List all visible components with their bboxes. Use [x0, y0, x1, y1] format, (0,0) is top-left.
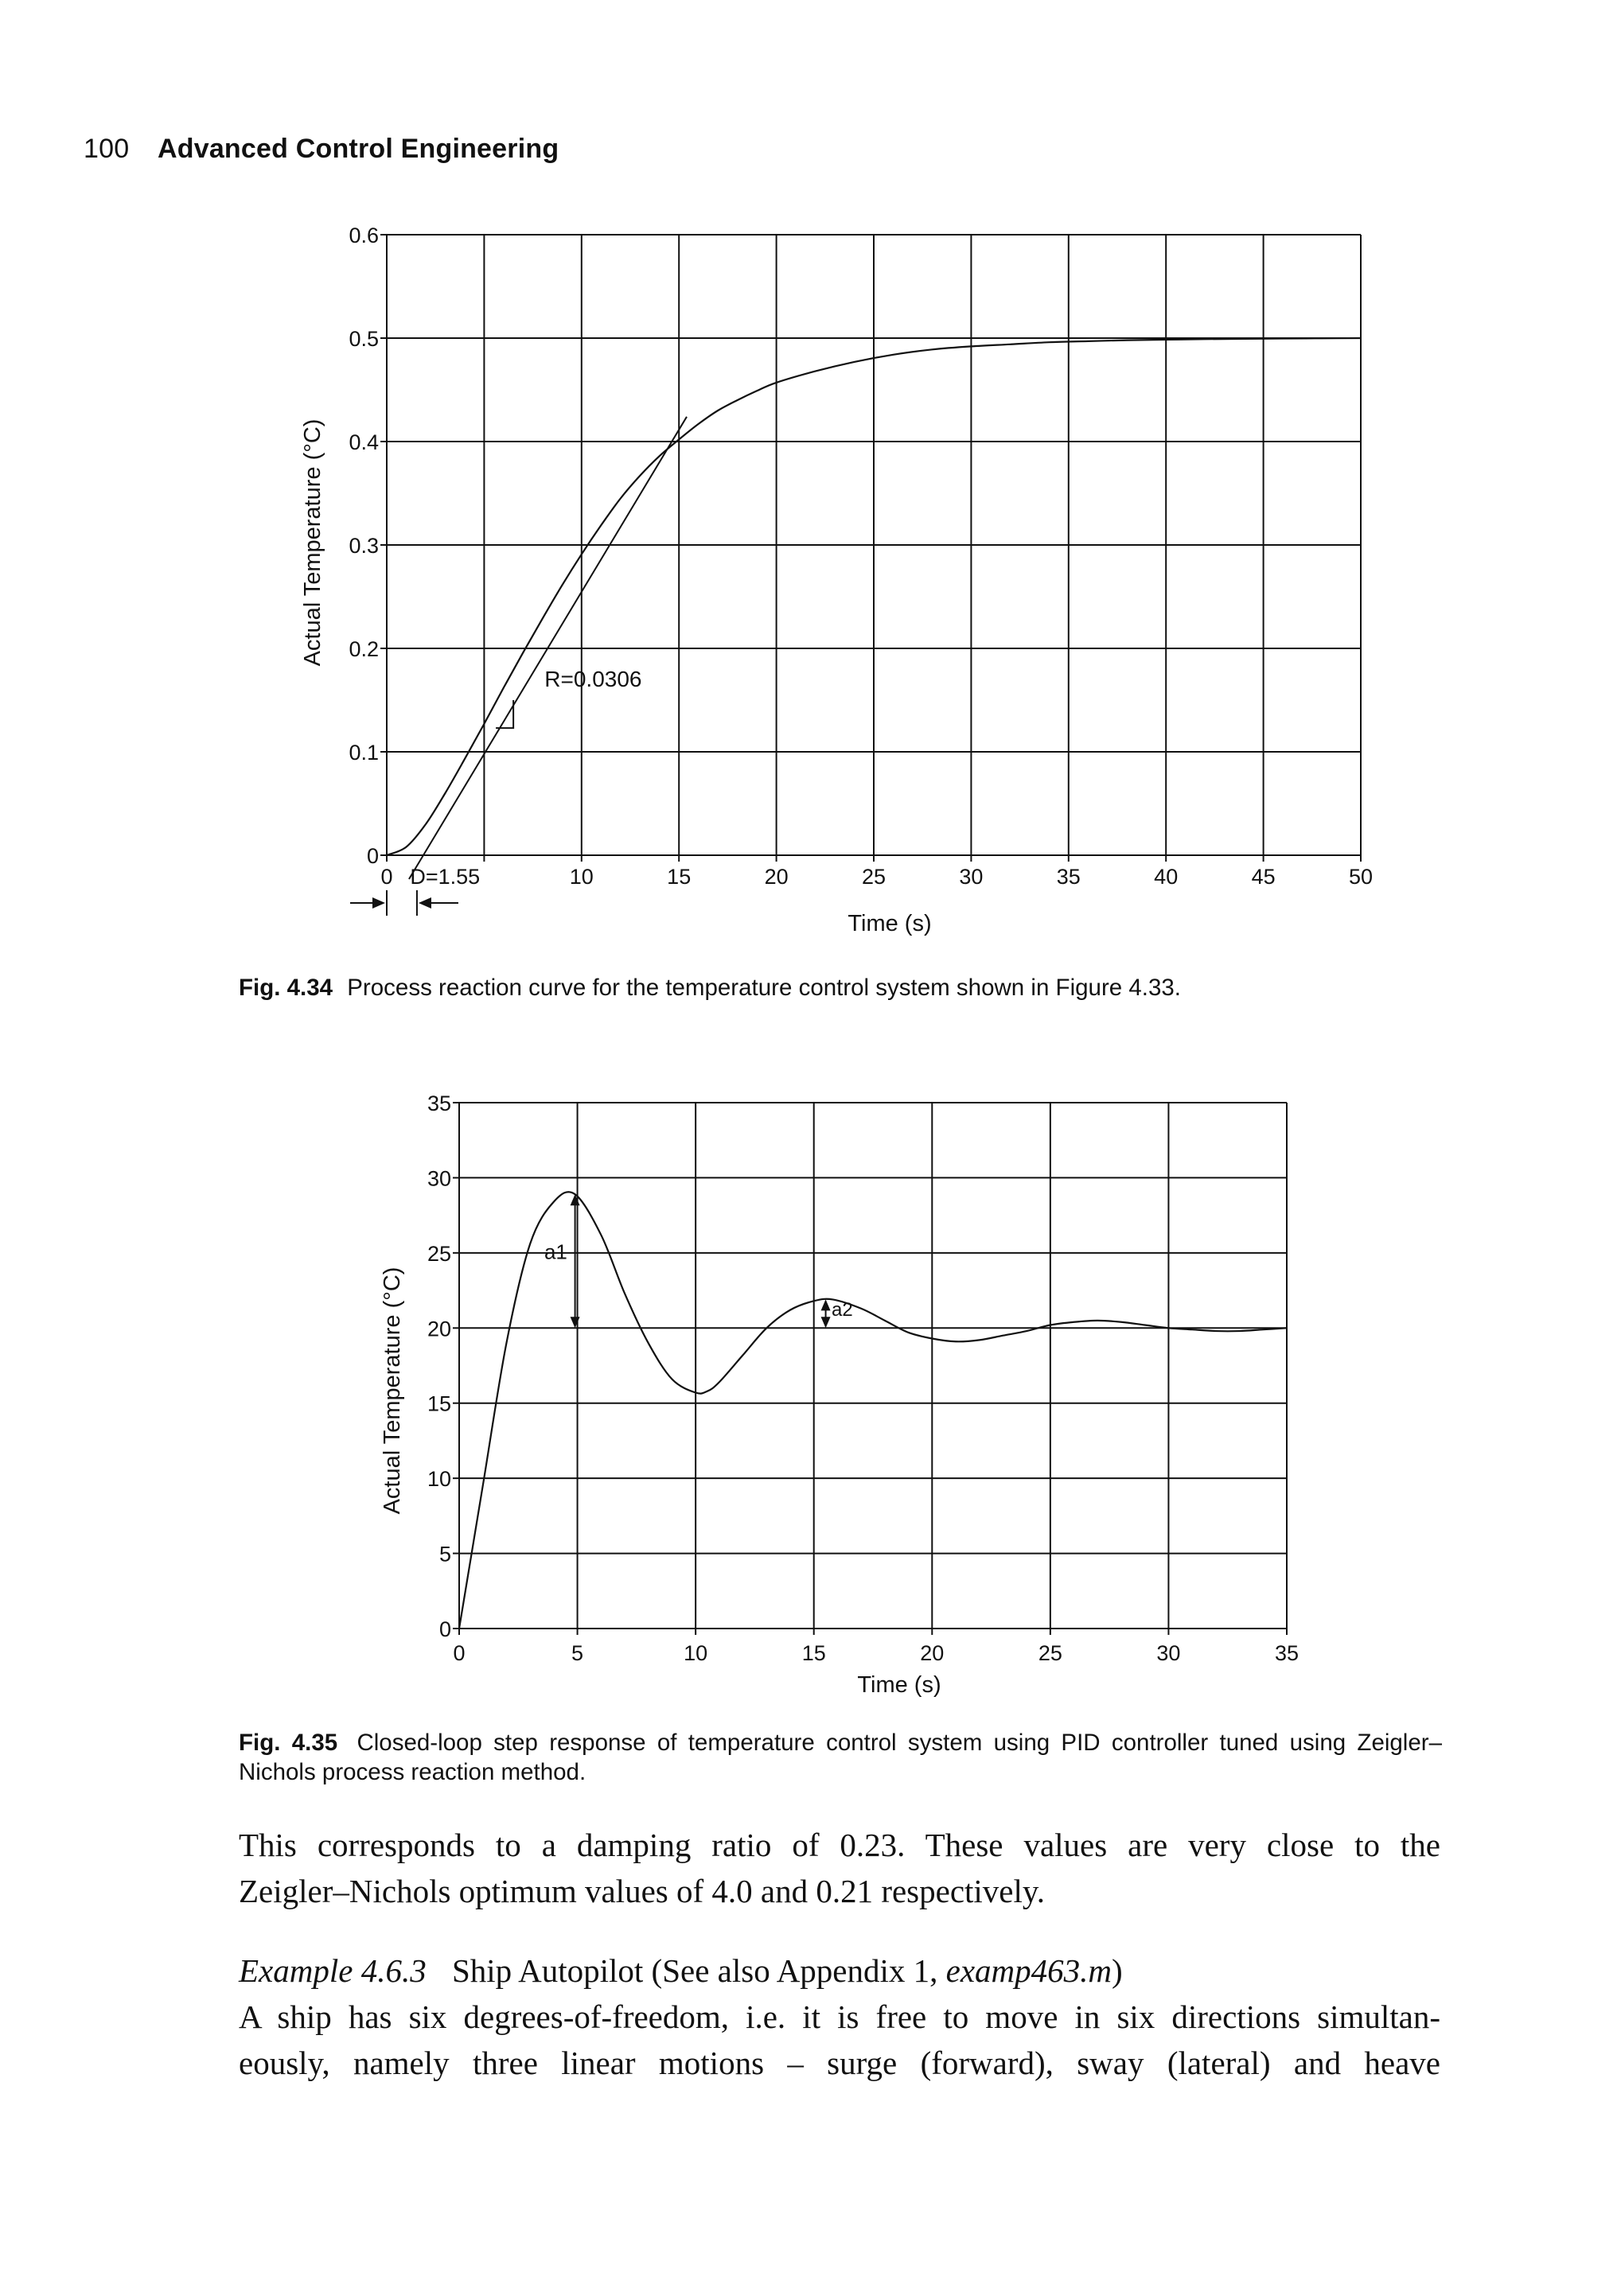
y-tick-label: 0: [439, 1617, 451, 1641]
a2-arrow-head-down: [820, 1317, 831, 1329]
delay-arrowhead-left: [372, 897, 385, 909]
x-axis-label: Time (s): [848, 911, 931, 936]
y-tick-label: 15: [427, 1392, 451, 1416]
figure-label: Fig. 4.35: [239, 1730, 338, 1756]
slope-label: R=0.0306: [544, 667, 641, 691]
x-tick-label: 30: [959, 865, 983, 889]
figure-4-34-chart: 0 10 15 20 25 30 35 40 45 50 0 0.1 0.2 0.3 0.4 0.5 0.6 R…: [300, 224, 1373, 936]
x-tick-label: 25: [862, 865, 886, 889]
body-line: Zeigler–Nichols optimum values of 4.0 an…: [239, 1873, 1045, 1909]
x-tick-label: 10: [570, 865, 594, 889]
x-tick-label: 15: [667, 865, 691, 889]
body-paragraph: A ship has six degrees-of-freedom, i.e. …: [239, 1994, 1440, 2086]
book-title: Advanced Control Engineering: [157, 134, 559, 164]
body-paragraph: This corresponds to a damping ratio of 0…: [239, 1822, 1440, 1914]
x-tick-label: 5: [571, 1641, 583, 1665]
example-heading: Example 4.6.3 Ship Autopilot (See also A…: [239, 1948, 1440, 1994]
y-tick-label: 35: [427, 1092, 451, 1115]
y-tick-label: 25: [427, 1242, 451, 1266]
y-tick-label: 30: [427, 1166, 451, 1190]
x-tick-label: 45: [1252, 865, 1276, 889]
y-tick-label: 0.5: [349, 327, 379, 351]
x-axis-label: Time (s): [857, 1672, 941, 1698]
y-tick-label: 0.4: [349, 430, 379, 454]
x-tick-label: 25: [1038, 1641, 1062, 1665]
x-tick-label: 50: [1349, 865, 1373, 889]
y-axis-label: Actual Temperature (°C): [380, 1267, 405, 1515]
delay-arrowhead-right: [418, 897, 431, 909]
a1-arrow-head-up: [570, 1194, 580, 1206]
chart-annotations: a1 a2: [544, 1194, 853, 1329]
y-tick-label: 0.3: [349, 534, 379, 558]
figure-caption-4-34: Fig. 4.34 Process reaction curve for the…: [239, 973, 1448, 1002]
x-tick-label: 35: [1057, 865, 1081, 889]
y-tick-label: 5: [439, 1543, 451, 1566]
a2-arrow-head-up: [820, 1299, 831, 1311]
a1-arrow-head-down: [570, 1317, 580, 1329]
tangent-line: [408, 416, 688, 880]
delay-label: D=1.55: [410, 865, 480, 889]
example-title: Ship Autopilot (See also Appendix 1,: [451, 1952, 938, 1989]
x-tick-label: 0: [380, 865, 392, 889]
y-tick-label: 0.1: [349, 741, 379, 765]
a1-label: a1: [544, 1239, 567, 1263]
body-line: This corresponds to a damping ratio of 0…: [239, 1827, 1440, 1863]
example-close: ): [1112, 1952, 1123, 1989]
y-axis-label: Actual Temperature (°C): [300, 419, 325, 667]
chart-series: [458, 1191, 1288, 1629]
y-tick-label: 0: [367, 844, 379, 868]
slope-triangle: [496, 700, 515, 730]
caption-text: Process reaction curve for the temperatu…: [347, 975, 1181, 1001]
chart-series: [386, 337, 1362, 857]
chart-grid: [386, 234, 1362, 856]
example-label: Example 4.6.3: [239, 1952, 427, 1989]
x-tick-label: 15: [802, 1641, 826, 1665]
chart-ticks: 0 10 15 20 25 30 35 40 45 50 0 0.1 0.2 0.3 0.4 0.5 0.6: [349, 224, 1373, 889]
body-line: eously, namely three linear motions – su…: [239, 2045, 1440, 2081]
series-line: [386, 337, 1362, 857]
x-tick-label: 35: [1275, 1641, 1299, 1665]
figure-4-35-chart: 0 5 10 15 20 25 30 35 0 5 10 15 20 25 30 35 a1 a2 Time (…: [380, 1092, 1299, 1698]
x-tick-label: 30: [1156, 1641, 1180, 1665]
figure-label: Fig. 4.34: [239, 975, 333, 1001]
body-line: A ship has six degrees-of-freedom, i.e. …: [239, 1998, 1440, 2035]
chart-grid: [458, 1102, 1288, 1629]
x-tick-label: 0: [453, 1641, 465, 1665]
y-tick-label: 0.6: [349, 224, 379, 247]
y-tick-label: 0.2: [349, 637, 379, 661]
x-tick-label: 20: [765, 865, 789, 889]
y-tick-label: 20: [427, 1317, 451, 1341]
y-tick-label: 10: [427, 1467, 451, 1491]
caption-text: Closed-loop step response of temperature…: [239, 1730, 1443, 1785]
running-header: 100 Advanced Control Engineering: [84, 134, 559, 165]
a2-label: a2: [832, 1299, 853, 1321]
page-number: 100: [84, 134, 130, 164]
x-tick-label: 20: [920, 1641, 944, 1665]
x-tick-label: 40: [1154, 865, 1178, 889]
series-line: [458, 1191, 1288, 1629]
x-tick-label: 10: [684, 1641, 707, 1665]
chart-ticks: 0 5 10 15 20 25 30 35 0 5 10 15 20 25 30 35: [427, 1092, 1299, 1665]
example-file: examp463.m: [945, 1952, 1112, 1989]
figure-caption-4-35: Fig. 4.35 Closed-loop step response of t…: [239, 1728, 1442, 1787]
